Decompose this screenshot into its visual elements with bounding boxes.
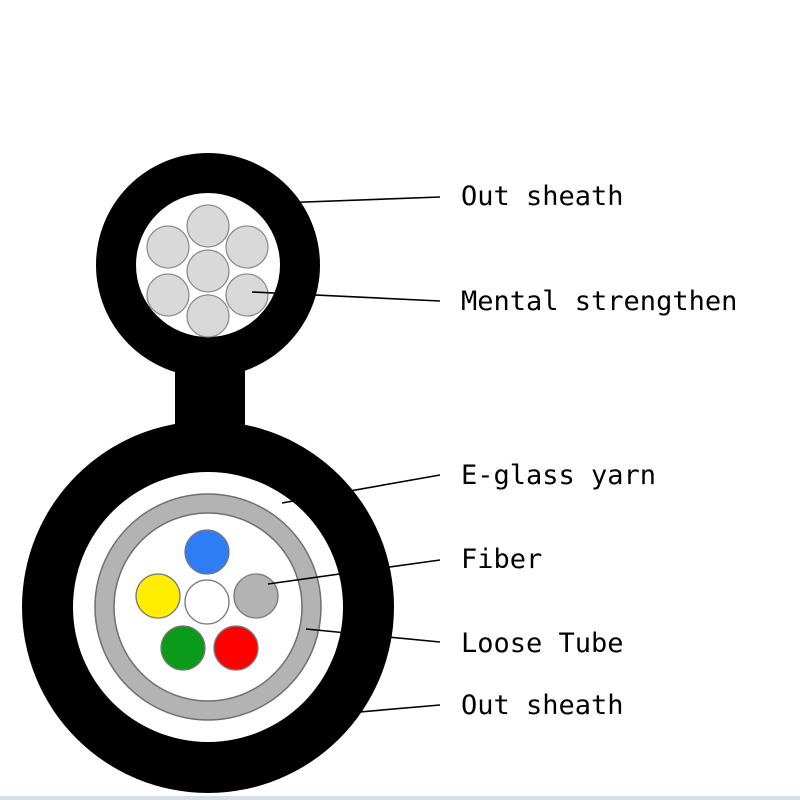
messenger-wire-section (96, 153, 320, 377)
metal-strand-upper-right (225, 225, 269, 269)
metal-strand-lower-right (225, 273, 269, 317)
fiber-green (160, 625, 206, 671)
component-labels: Out sheath Mental strengthen E-glass yar… (461, 181, 737, 721)
fiber-blue (184, 529, 230, 575)
leader-bottom-sheath (312, 704, 441, 717)
metal-strand-bottom (186, 294, 230, 338)
label-bottom-sheath: Out sheath (461, 690, 624, 721)
leader-metal-strength (251, 291, 441, 302)
leader-lines (251, 196, 441, 717)
metal-strand-upper-left (146, 225, 190, 269)
label-loose-tube: Loose Tube (461, 628, 624, 659)
fiber-yellow (135, 573, 181, 619)
metal-strand-center (186, 249, 230, 293)
leader-top-sheath (277, 196, 441, 204)
bottom-divider (0, 796, 800, 800)
metal-strands (146, 204, 269, 338)
metal-strand-lower-left (146, 273, 190, 317)
optical-fibers (135, 529, 279, 671)
leader-loose-tube (305, 628, 441, 643)
label-eglass-yarn: E-glass yarn (461, 460, 656, 491)
fiber-white (184, 579, 230, 625)
metal-strand-top (186, 204, 230, 248)
label-metal-strength: Mental strengthen (461, 286, 737, 317)
fiber-gray (233, 573, 279, 619)
fiber-red (213, 625, 259, 671)
leader-fiber (267, 559, 441, 585)
main-cable-section (22, 421, 394, 793)
label-fiber: Fiber (461, 544, 542, 575)
leader-eglass-yarn (281, 474, 441, 504)
label-top-sheath: Out sheath (461, 181, 624, 212)
